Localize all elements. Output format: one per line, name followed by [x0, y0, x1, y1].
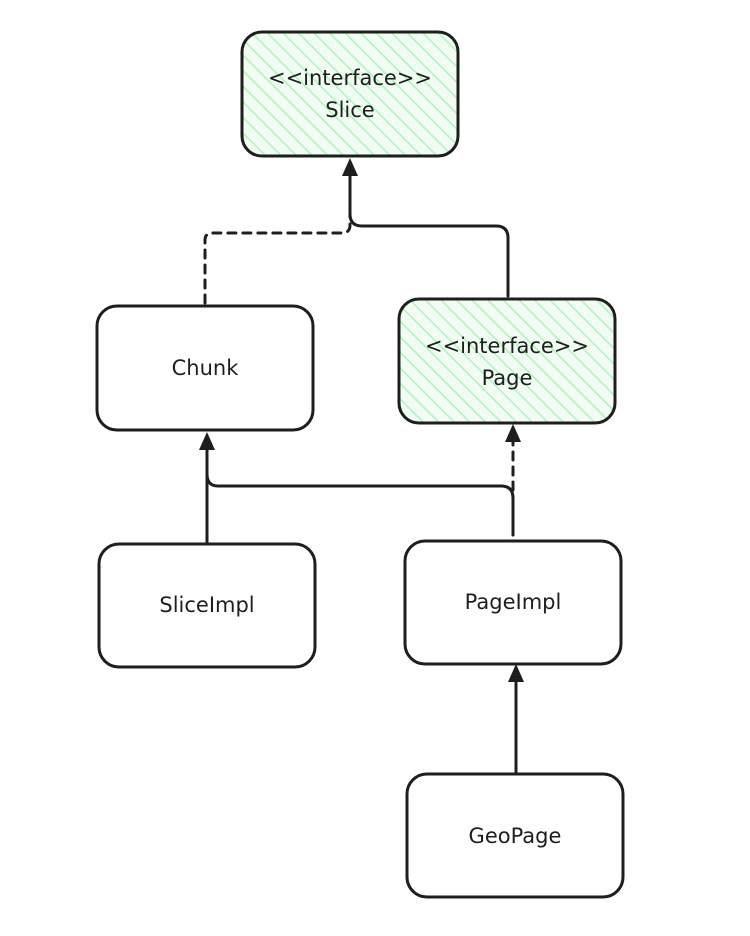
edge-chunk-realizes-slice [203, 172, 352, 305]
chunk-name: Chunk [172, 356, 240, 380]
pageimpl-box [403, 539, 623, 666]
node-page-interface[interactable]: <<interface>> Page [397, 297, 617, 425]
edge-page-extends-slice [348, 172, 510, 298]
slice-stereotype: <<interface>> [268, 66, 432, 90]
node-slice-interface[interactable]: <<interface>> Slice [240, 30, 460, 158]
chunk-box [95, 304, 315, 432]
node-geo-page[interactable]: GeoPage [405, 772, 625, 899]
sliceimpl-name: SliceImpl [159, 593, 254, 617]
geopage-box [405, 772, 625, 899]
node-slice-impl[interactable]: SliceImpl [97, 542, 317, 669]
page-name: Page [482, 366, 533, 390]
node-chunk[interactable]: Chunk [95, 304, 315, 432]
arrowhead-to-pageimpl [508, 664, 524, 682]
slice-name: Slice [325, 98, 374, 122]
page-box [397, 297, 617, 425]
arrowhead-to-chunk [199, 432, 215, 450]
slice-box [240, 30, 460, 158]
arrowhead-to-page [505, 424, 521, 442]
node-page-impl[interactable]: PageImpl [403, 539, 623, 666]
edge-pageimpl-extends-chunk [205, 472, 515, 537]
page-stereotype: <<interface>> [425, 334, 589, 358]
arrowhead-to-slice [342, 158, 358, 176]
sliceimpl-box [97, 542, 317, 669]
pageimpl-name: PageImpl [465, 590, 562, 614]
geopage-name: GeoPage [469, 824, 562, 848]
